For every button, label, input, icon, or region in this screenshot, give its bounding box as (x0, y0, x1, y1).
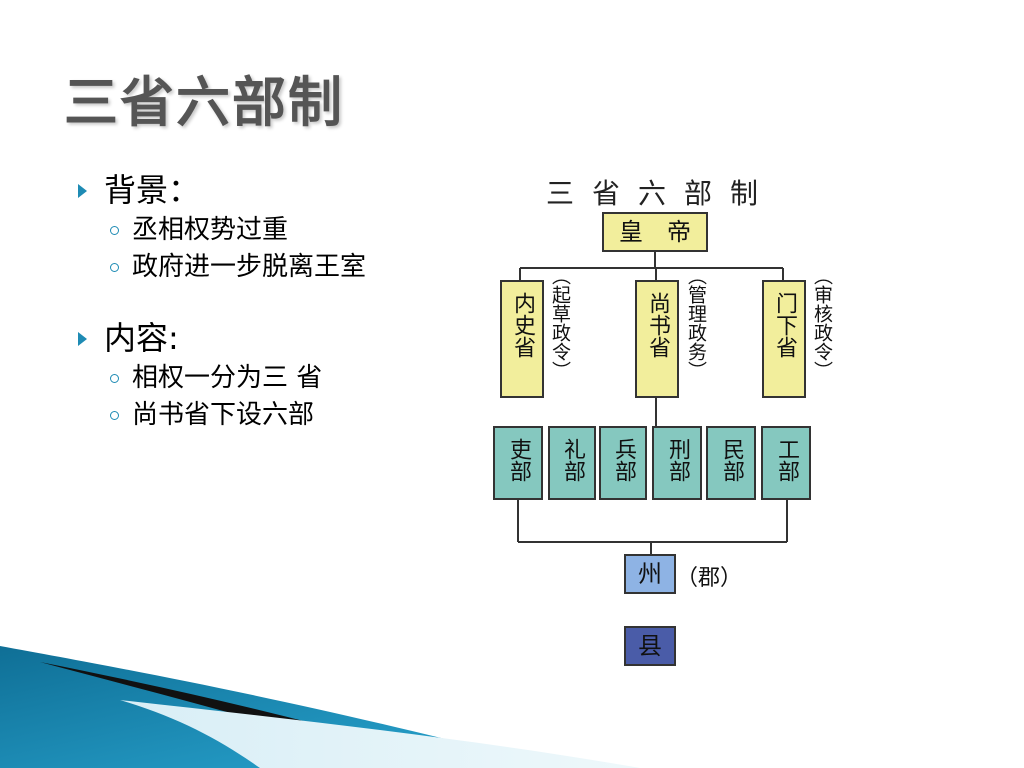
province-box-neishi: 内史省 (500, 280, 544, 398)
emperor-box: 皇 帝 (602, 212, 708, 252)
province-label: 门下省 (772, 292, 797, 358)
bullet-heading-background: 背景： (76, 168, 366, 212)
diagram-title: 三省六部制 (546, 177, 777, 210)
sub-bullet: 尚书省下设六部 (76, 397, 366, 434)
ministry-label: 吏部 (506, 438, 531, 482)
circle-bullet-icon (110, 411, 119, 420)
bullet-heading-content: 内容: (76, 316, 366, 360)
bullet-list: 背景： 丞相权势过重 政府进一步脱离王室 内容: 相权一分为三 省 尚书省下设六… (76, 168, 366, 434)
connector-lines (517, 252, 788, 554)
sub-bullet: 丞相权势过重 (76, 212, 366, 249)
sub-bullet-text: 尚书省下设六部 (132, 400, 315, 430)
sub-bullet-text: 政府进一步脱离王室 (132, 252, 367, 282)
sub-bullet: 相权一分为三 省 (76, 360, 366, 397)
prefecture-box: 州 (624, 554, 676, 594)
province-role: （起草政令） (549, 266, 571, 380)
province-label: 内史省 (510, 292, 535, 358)
circle-bullet-icon (110, 226, 119, 235)
province-role: （审核政令） (811, 266, 833, 380)
province-role: （管理政务） (685, 266, 707, 380)
county-label: 县 (638, 632, 662, 660)
ministry-box: 兵部 (599, 426, 647, 500)
ministry-box: 工部 (761, 426, 811, 500)
triangle-bullet-icon (78, 184, 87, 198)
org-diagram: 三省六部制 皇 帝 内史省 （起草政令） 尚书省 （管理政务） 门下省 （审核政… (480, 164, 840, 684)
prefecture-label: 州 (638, 560, 662, 588)
circle-bullet-icon (110, 374, 119, 383)
ministry-box: 民部 (706, 426, 756, 500)
slide-title: 三省六部制 (64, 71, 344, 134)
emperor-label: 皇 帝 (619, 218, 691, 246)
triangle-bullet-icon (78, 332, 87, 346)
province-box-menxia: 门下省 (762, 280, 806, 398)
bullet-heading-text: 内容: (104, 319, 179, 357)
ministry-label: 兵部 (611, 438, 636, 482)
county-box: 县 (624, 626, 676, 666)
ministry-label: 民部 (719, 438, 744, 482)
ministry-box: 礼部 (548, 426, 596, 500)
ministry-label: 刑部 (665, 438, 690, 482)
circle-bullet-icon (110, 263, 119, 272)
ministry-label: 礼部 (560, 438, 585, 482)
ministry-box: 刑部 (652, 426, 702, 500)
sub-bullet-text: 相权一分为三 省 (132, 363, 323, 393)
ministry-label: 工部 (774, 438, 799, 482)
province-box-shangshu: 尚书省 (635, 280, 679, 398)
prefecture-note: （郡） (676, 566, 743, 591)
sub-bullet: 政府进一步脱离王室 (76, 249, 366, 286)
ministry-box: 吏部 (493, 426, 543, 500)
sub-bullet-text: 丞相权势过重 (132, 215, 289, 245)
province-label: 尚书省 (645, 292, 670, 358)
bullet-heading-text: 背景： (104, 171, 201, 209)
